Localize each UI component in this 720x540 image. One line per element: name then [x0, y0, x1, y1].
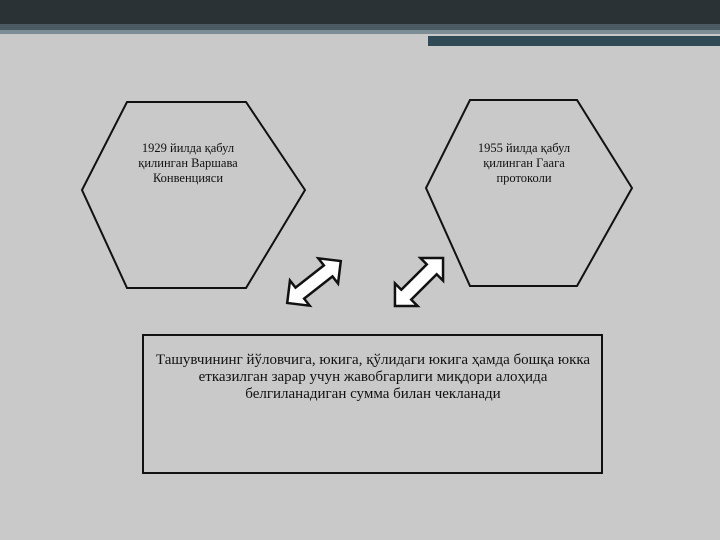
top-bar-shade-light — [0, 30, 720, 34]
left-hexagon-label: 1929 йилда қабул қилинган Варшава Конвен… — [138, 141, 238, 185]
top-bar — [0, 0, 720, 24]
accent-bar — [428, 36, 720, 46]
top-bar-shade — [0, 24, 720, 30]
double-arrow-icon — [393, 256, 445, 308]
bottom-box-label: Ташувчининг йўловчига, юкига, қўлидаги ю… — [155, 352, 591, 402]
right-hexagon — [424, 99, 634, 287]
left-hexagon — [80, 101, 307, 289]
right-hexagon-label: 1955 йилда қабул қилинган Гаага протокол… — [477, 141, 571, 185]
double-arrow-icon — [285, 256, 343, 308]
bottom-box — [142, 334, 603, 474]
